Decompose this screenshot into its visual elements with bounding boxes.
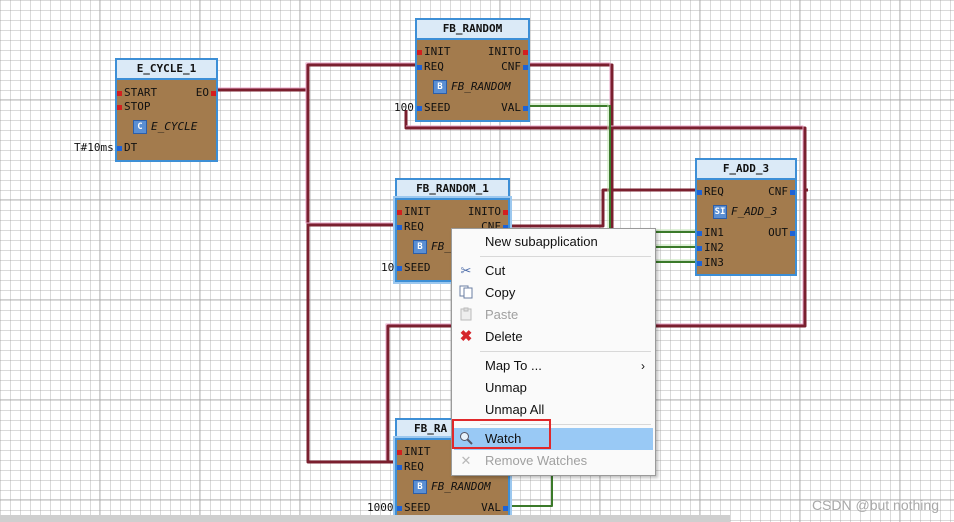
context-menu: New subapplication ✂ Cut Copy Paste ✖ De… bbox=[451, 228, 656, 476]
param-seed-value[interactable]: 10 bbox=[381, 261, 395, 274]
port-seed[interactable]: SEED bbox=[397, 501, 431, 514]
port-seed[interactable]: SEED bbox=[417, 101, 451, 114]
block-title: E_CYCLE_1 bbox=[115, 58, 218, 78]
copy-icon bbox=[458, 285, 474, 301]
port-dt[interactable]: DT bbox=[117, 141, 137, 154]
port-eo[interactable]: EO bbox=[196, 86, 216, 99]
watch-icon bbox=[458, 431, 474, 447]
basic-type-icon: B bbox=[413, 240, 427, 254]
menu-item-new-subapplication[interactable]: New subapplication bbox=[485, 234, 598, 249]
watermark: CSDN @but nothing bbox=[811, 497, 939, 513]
menu-item-remove-watches: ✕ Remove Watches bbox=[454, 450, 653, 472]
block-title: FB_RANDOM_1 bbox=[395, 178, 510, 198]
scissors-icon: ✂ bbox=[460, 263, 472, 278]
port-val[interactable]: VAL bbox=[501, 101, 528, 114]
paste-icon bbox=[458, 307, 474, 323]
port-stop[interactable]: STOP bbox=[117, 100, 151, 113]
block-title: F_ADD_3 bbox=[695, 158, 797, 178]
submenu-arrow-icon: › bbox=[641, 359, 645, 373]
menu-item-map-to[interactable]: Map To ... › bbox=[454, 355, 653, 377]
horizontal-scrollbar[interactable] bbox=[0, 515, 730, 522]
menu-item-unmap-all[interactable]: Unmap All bbox=[485, 402, 545, 417]
menu-separator bbox=[480, 351, 651, 352]
port-init[interactable]: INIT bbox=[397, 445, 431, 458]
basic-type-icon: B bbox=[433, 80, 447, 94]
param-seed-value[interactable]: 1000 bbox=[367, 501, 394, 514]
param-seed-value[interactable]: 100 bbox=[394, 101, 414, 114]
port-val[interactable]: VAL bbox=[481, 501, 508, 514]
basic-type-icon: B bbox=[413, 480, 427, 494]
port-init[interactable]: INIT bbox=[397, 205, 431, 218]
remove-watches-icon: ✕ bbox=[460, 453, 472, 468]
port-cnf[interactable]: CNF bbox=[501, 60, 528, 73]
port-in3[interactable]: IN3 bbox=[697, 256, 724, 269]
delete-icon: ✖ bbox=[459, 328, 473, 345]
port-req[interactable]: REQ bbox=[417, 60, 444, 73]
annotation-highlight-box bbox=[452, 419, 551, 449]
menu-item-delete[interactable]: ✖ Delete bbox=[459, 328, 523, 345]
port-out[interactable]: OUT bbox=[768, 226, 795, 239]
port-inito[interactable]: INITO bbox=[468, 205, 508, 218]
port-seed[interactable]: SEED bbox=[397, 261, 431, 274]
block-title: FB_RANDOM bbox=[415, 18, 530, 38]
port-cnf[interactable]: CNF bbox=[768, 185, 795, 198]
param-dt-value[interactable]: T#10ms bbox=[74, 141, 114, 154]
event-wire-eo-to-req bbox=[215, 63, 415, 464]
port-init[interactable]: INIT bbox=[417, 45, 451, 58]
menu-separator bbox=[480, 256, 651, 257]
port-req[interactable]: REQ bbox=[397, 460, 424, 473]
port-inito[interactable]: INITO bbox=[488, 45, 528, 58]
menu-item-cut[interactable]: ✂ Cut bbox=[454, 260, 653, 282]
menu-item-unmap[interactable]: Unmap bbox=[485, 380, 527, 395]
port-in1[interactable]: IN1 bbox=[697, 226, 724, 239]
port-start[interactable]: START bbox=[117, 86, 157, 99]
port-in2[interactable]: IN2 bbox=[697, 241, 724, 254]
simple-type-icon: SI bbox=[713, 205, 727, 219]
port-req[interactable]: REQ bbox=[397, 220, 424, 233]
menu-separator bbox=[480, 424, 651, 425]
port-req[interactable]: REQ bbox=[697, 185, 724, 198]
event-wire-cnf-loop bbox=[386, 63, 808, 462]
menu-item-paste: Paste bbox=[454, 304, 653, 326]
composite-type-icon: C bbox=[133, 120, 147, 134]
menu-item-watch[interactable]: Watch bbox=[454, 428, 653, 450]
menu-item-copy[interactable]: Copy bbox=[454, 282, 653, 304]
